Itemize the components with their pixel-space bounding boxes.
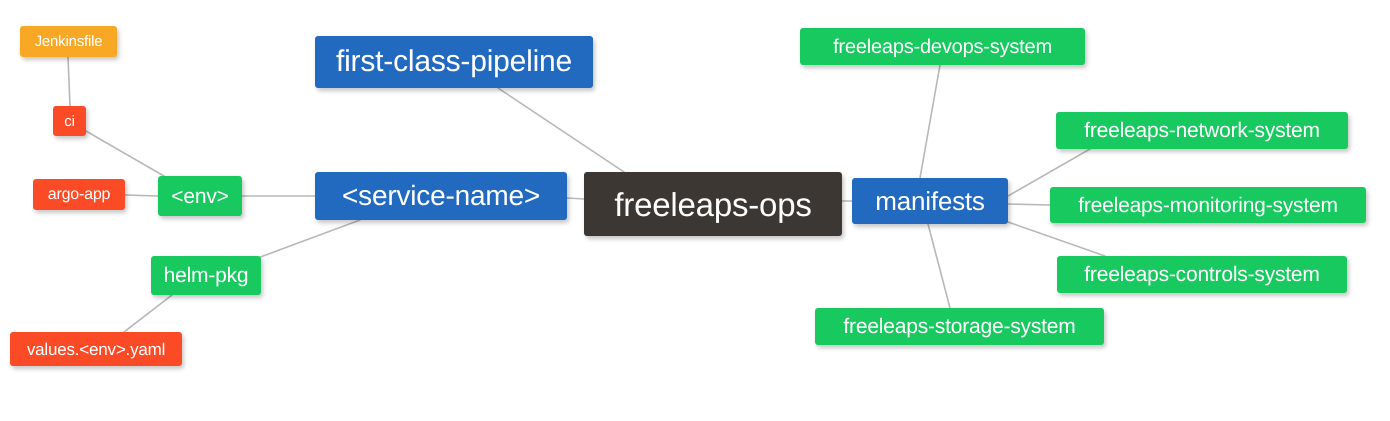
edge-manifests-to-freeleaps-devops-system xyxy=(919,64,941,179)
node-service-name[interactable]: <service-name> xyxy=(315,172,567,220)
edge-first-class-pipeline-to-freeleaps-ops xyxy=(497,87,625,173)
edge-manifests-to-freeleaps-monitoring-system xyxy=(1007,203,1051,206)
node-label-freeleaps-controls-system: freeleaps-controls-system xyxy=(1084,263,1320,286)
node-label-values-yaml: values.<env>.yaml xyxy=(26,339,166,359)
edge-values-yaml-to-helm-pkg xyxy=(123,294,173,333)
node-label-freeleaps-monitoring-system: freeleaps-monitoring-system xyxy=(1078,193,1338,217)
edge-helm-pkg-to-service-name xyxy=(254,219,361,260)
edge-manifests-to-freeleaps-storage-system xyxy=(927,223,951,309)
node-freeleaps-ops[interactable]: freeleaps-ops xyxy=(584,172,842,236)
node-label-freeleaps-ops: freeleaps-ops xyxy=(614,185,812,223)
node-argo-app[interactable]: argo-app xyxy=(33,179,125,210)
node-label-freeleaps-storage-system: freeleaps-storage-system xyxy=(843,315,1076,338)
node-label-service-name: <service-name> xyxy=(342,180,540,211)
edge-argo-app-to-env xyxy=(124,194,159,197)
node-label-freeleaps-devops-system: freeleaps-devops-system xyxy=(833,35,1052,58)
node-freeleaps-network-system[interactable]: freeleaps-network-system xyxy=(1056,112,1348,149)
node-jenkinsfile[interactable]: Jenkinsfile xyxy=(20,26,117,57)
node-freeleaps-storage-system[interactable]: freeleaps-storage-system xyxy=(815,308,1104,345)
node-label-env: <env> xyxy=(171,184,229,208)
node-label-ci: ci xyxy=(64,112,75,130)
node-freeleaps-devops-system[interactable]: freeleaps-devops-system xyxy=(800,28,1085,65)
node-helm-pkg[interactable]: helm-pkg xyxy=(151,256,261,295)
node-label-helm-pkg: helm-pkg xyxy=(163,264,249,287)
node-label-argo-app: argo-app xyxy=(47,185,111,203)
edge-jenkinsfile-to-ci xyxy=(67,56,71,107)
node-env[interactable]: <env> xyxy=(158,176,242,216)
edge-service-name-to-freeleaps-ops xyxy=(566,197,585,200)
node-label-jenkinsfile: Jenkinsfile xyxy=(34,33,103,50)
node-label-freeleaps-network-system: freeleaps-network-system xyxy=(1084,119,1320,142)
node-label-manifests: manifests xyxy=(875,186,985,216)
node-label-first-class-pipeline: first-class-pipeline xyxy=(335,45,573,78)
node-freeleaps-monitoring-system[interactable]: freeleaps-monitoring-system xyxy=(1050,187,1366,223)
node-freeleaps-controls-system[interactable]: freeleaps-controls-system xyxy=(1057,256,1347,293)
node-ci[interactable]: ci xyxy=(53,106,86,136)
node-values-yaml[interactable]: values.<env>.yaml xyxy=(10,332,182,366)
edge-manifests-to-freeleaps-controls-system xyxy=(1007,221,1106,257)
node-first-class-pipeline[interactable]: first-class-pipeline xyxy=(315,36,593,88)
node-manifests[interactable]: manifests xyxy=(852,178,1008,224)
